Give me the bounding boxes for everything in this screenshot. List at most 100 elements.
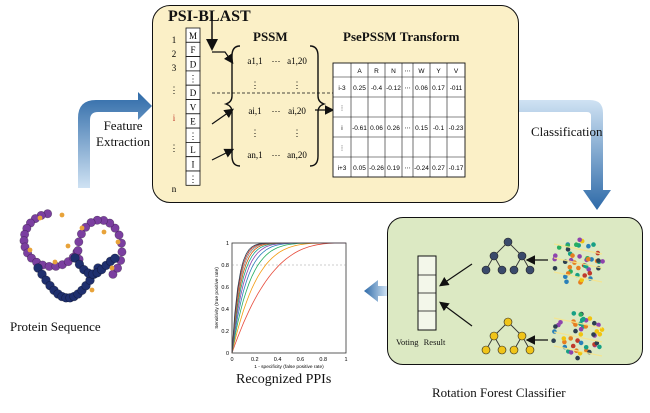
psepssm-prefix: PsePSSM [343,29,397,44]
scatter-point [568,350,574,355]
protein-bead [76,229,86,239]
protein-bead [70,253,80,263]
table-cell: -011 [450,85,463,92]
scatter-point [587,316,593,321]
roc-x-tick: 0.2 [251,357,259,363]
feature-arrow [78,92,152,188]
tree-node [503,317,513,327]
psepssm-transform: Transform [399,29,460,44]
feature-label-line2: Extraction [96,134,151,149]
scatter-point [571,311,577,316]
position-number: 1 [172,35,177,45]
residue-letter: D [190,88,197,98]
pssm-cell: ai,1 [248,106,261,116]
table-cell: i-3 [338,85,346,92]
table-cell: 0.15 [415,125,428,132]
scatter-point [573,328,578,334]
scatter-point [565,247,571,252]
scatter-point [575,355,580,361]
scatter-point [591,332,596,337]
scatter-point [574,242,579,247]
scatter-point [561,336,567,341]
table-cell: -0.17 [449,165,464,172]
table-cell: -0.26 [369,165,384,172]
table-cell: ⋮ [339,145,346,152]
protein-linker-bead [27,247,33,253]
scatter-point [578,340,584,346]
pssm-label: PSSM [253,29,288,44]
protein-linker-bead [65,243,71,249]
scatter-point [586,267,591,272]
scatter-point [578,312,583,317]
feature-label-line1: Feature [103,118,143,133]
protein-linker-bead [37,215,43,221]
roc-curve [231,242,346,354]
residue-letter: F [190,45,195,55]
table-cell: 0.05 [353,165,366,172]
pssm-cell: a1,1 [247,56,262,66]
scatter-point [591,242,596,247]
scatter-point [567,264,573,270]
pssm-cell: a1,20 [287,56,307,66]
scatter-point [570,253,575,258]
scatter-point [563,274,568,280]
scatter-point [587,270,593,276]
table-cell: i [341,125,342,132]
scatter-point [576,265,581,271]
table-cell: 0.27 [432,165,445,172]
pssm-cell: ai,20 [288,106,306,116]
tree-node [481,265,491,275]
residue-letter: ⋮ [189,174,198,184]
scatter-point [562,339,567,345]
sequence-column: MFD⋮DVE⋮LI⋮ [185,27,201,186]
table-header-cell: N [391,68,396,75]
scatter-point [594,340,600,346]
table-cell: -0.4 [371,85,383,92]
feature-subset-scatter-top [552,237,605,285]
table-header-cell: Y [436,68,441,75]
roc-plot-area [231,242,347,354]
table-header-cell: ⋯ [404,68,411,75]
pssm-ellipsis: ⋯ [272,56,281,66]
protein-linker-bead [52,259,58,265]
protein-bead [113,263,123,273]
table-header-cell: W [418,68,425,75]
scatter-point [578,326,584,332]
table-cell: -0.1 [433,125,445,132]
protein-linker-bead [89,287,95,293]
residue-letter: ⋮ [189,74,198,84]
scatter-point [597,332,603,337]
scatter-point [552,266,558,271]
roc-y-tick: 1 [226,241,229,247]
scatter-point [583,345,589,350]
tree-node [503,237,513,247]
protein-sequence-label: Protein Sequence [10,319,101,334]
decision-tree-bottom [481,317,535,355]
classification-arrow [519,100,611,210]
table-cell: ⋯ [404,125,411,132]
position-number: 2 [172,49,177,59]
roc-x-tick: 0.4 [274,357,282,363]
tree-node [481,345,491,355]
scatter-point [553,253,558,258]
scatter-point [579,277,584,283]
roc-x-label: 1 - specificity (false positive rate) [254,364,324,370]
recognized-ppis-label: Recognized PPIs [236,372,332,387]
connector-lines [206,16,345,161]
table-header-cell: R [374,68,379,75]
roc-y-label: Sensitivity (true positive rate) [214,267,220,329]
scatter-point [596,258,601,263]
scatter-point [578,332,584,337]
tree-node [517,331,527,341]
pssm-ellipsis: ⋯ [272,150,281,160]
table-cell: 0.19 [387,165,400,172]
table-header-cell: V [454,68,459,75]
pssm-ellipsis: ⋮ [251,80,260,90]
scatter-point [577,237,582,243]
scatter-point [592,320,597,326]
position-number: 3 [172,63,177,73]
feature-subset-scatter-bottom [551,311,605,361]
